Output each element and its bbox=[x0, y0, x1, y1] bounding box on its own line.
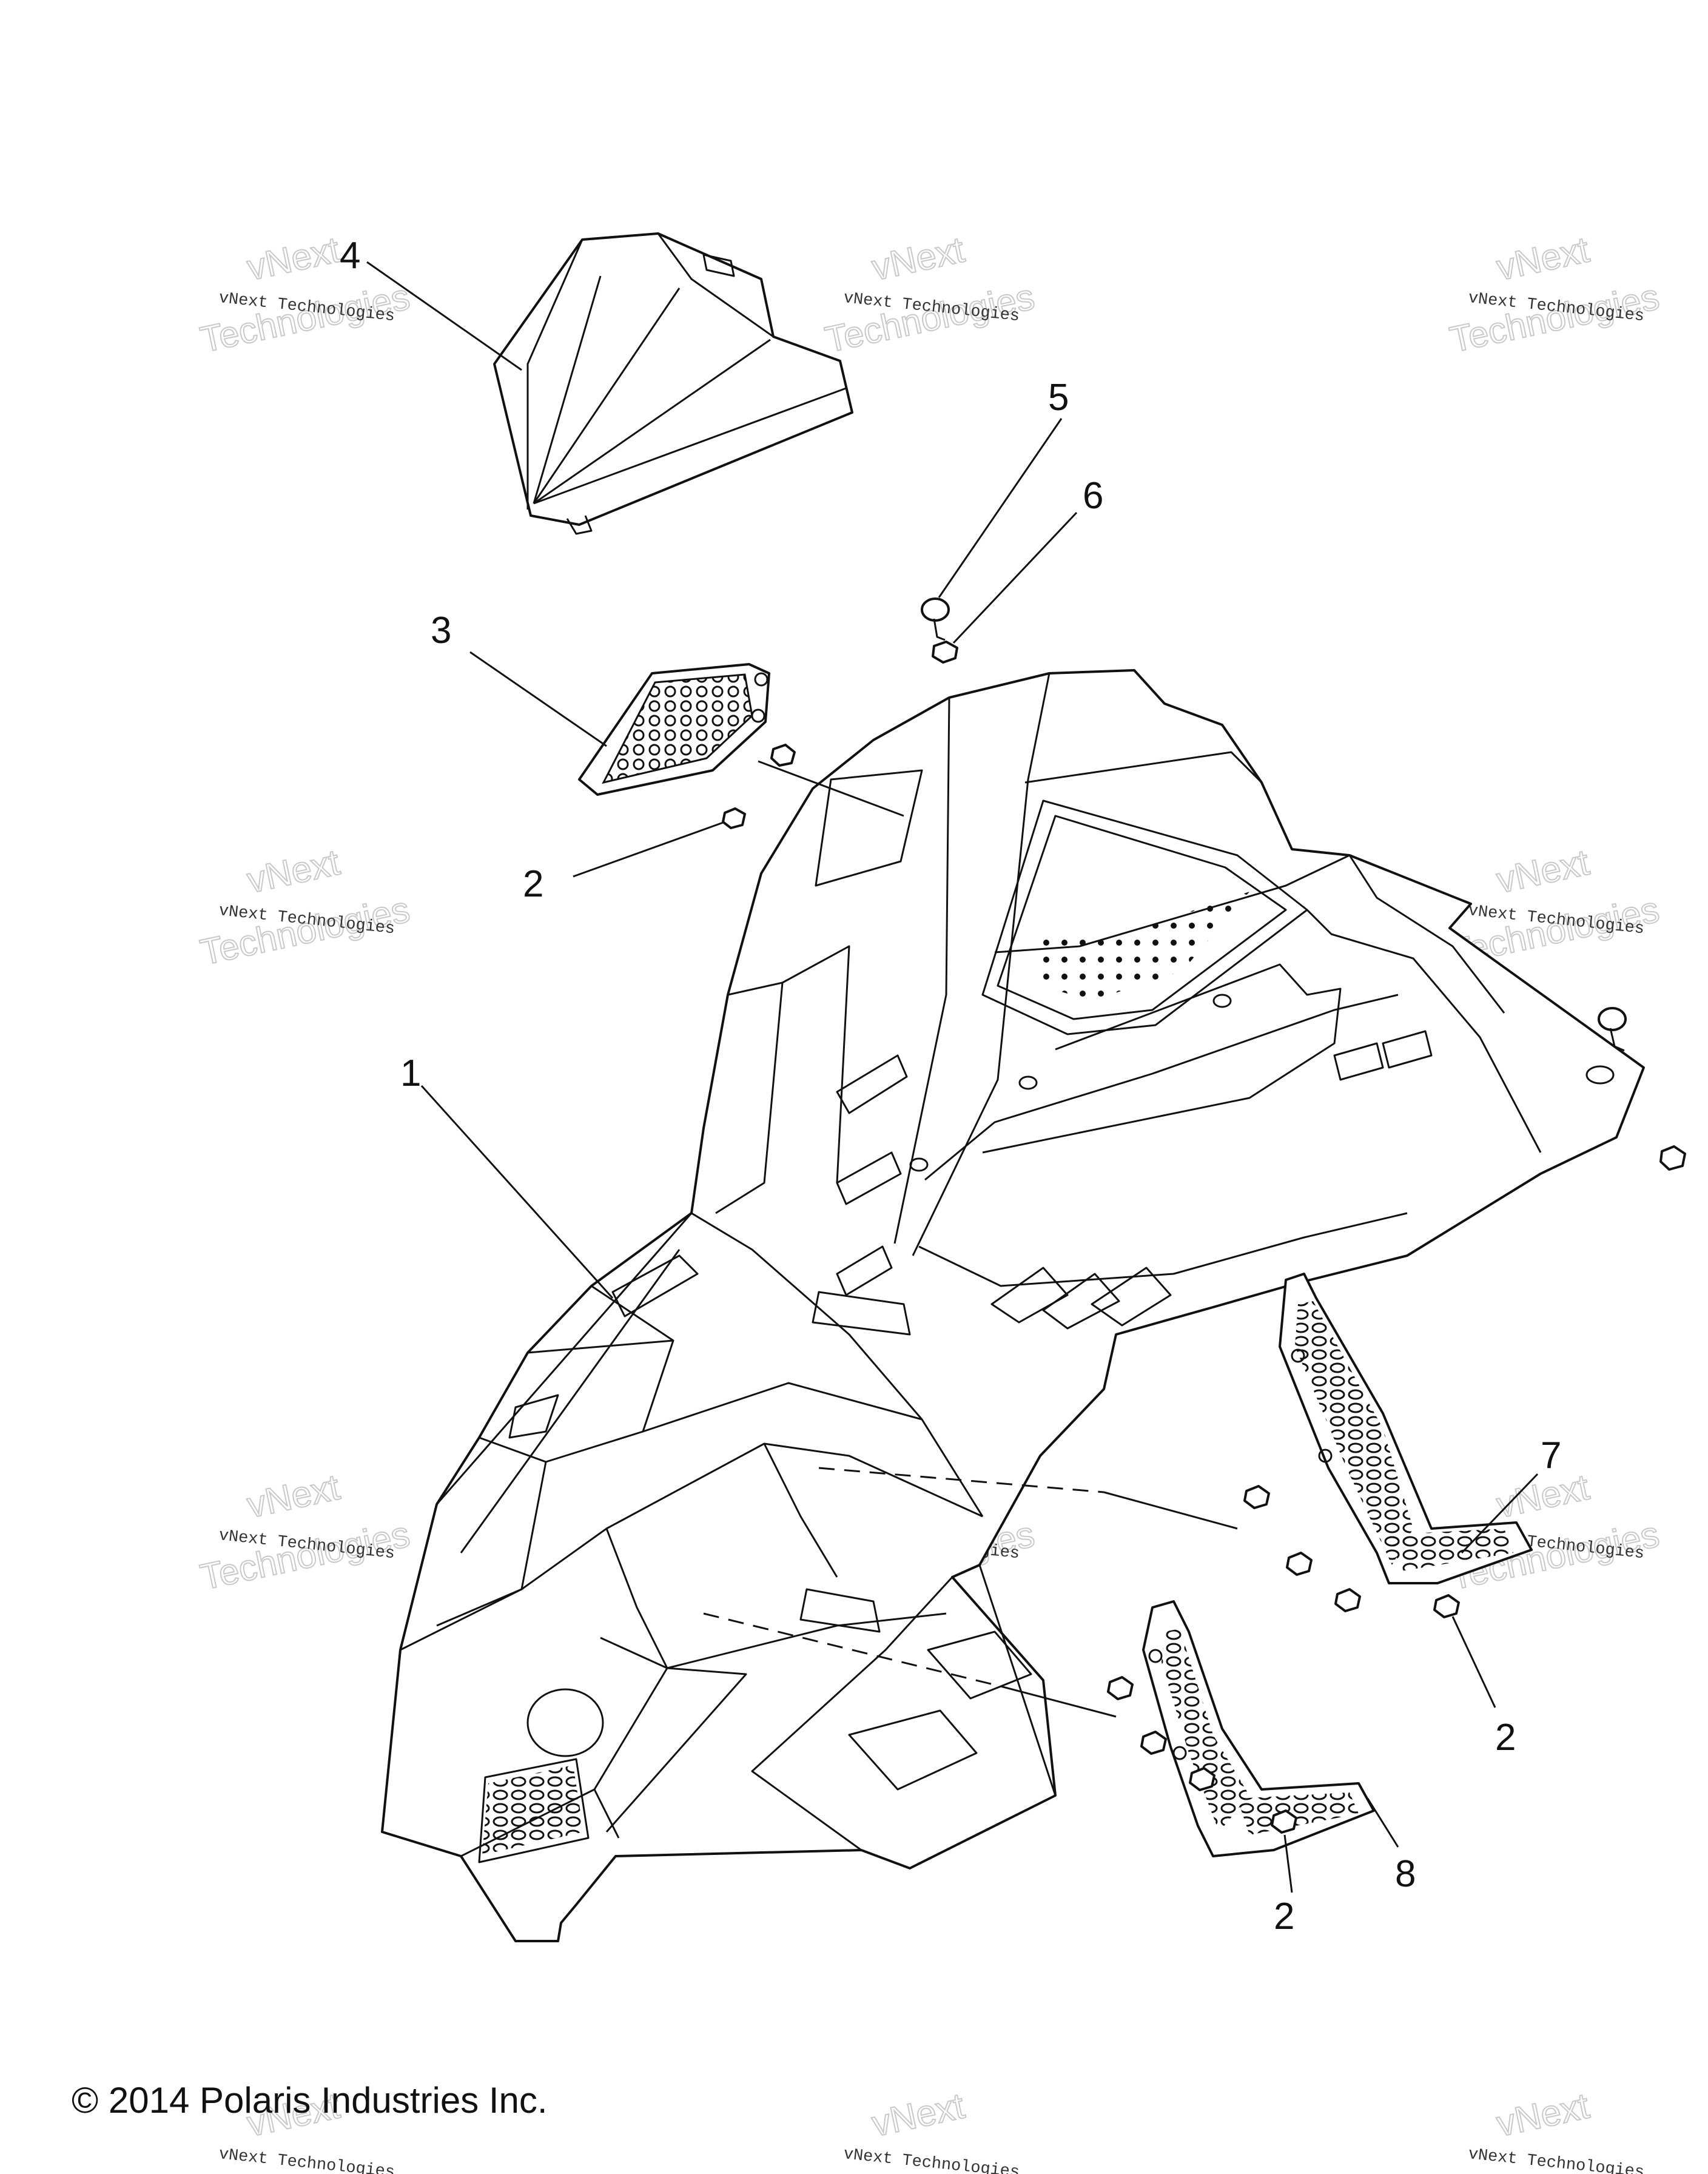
grille-part-7 bbox=[1279, 1273, 1533, 1584]
washer bbox=[1243, 1485, 1270, 1509]
watermark-tile: vNext Technologies vNext Technologies bbox=[197, 1466, 414, 1598]
leader-lines bbox=[366, 261, 1539, 1893]
washer bbox=[1189, 1767, 1215, 1791]
fastener-part-5 bbox=[921, 597, 950, 641]
svg-text:vNext Technologies: vNext Technologies bbox=[218, 2145, 395, 2174]
svg-text:vNext Technologies: vNext Technologies bbox=[1467, 2145, 1645, 2174]
washer bbox=[1140, 1731, 1167, 1755]
svg-text:vNext Technologies: vNext Technologies bbox=[842, 2145, 1020, 2174]
callout-5: 5 bbox=[1048, 377, 1069, 419]
vent-part-3 bbox=[578, 663, 770, 796]
washer bbox=[1271, 1809, 1297, 1834]
svg-text:vNext: vNext bbox=[1493, 842, 1593, 901]
watermark-tile: vNext Technologies vNext Technologies bbox=[1446, 229, 1664, 361]
callout-4: 4 bbox=[340, 235, 360, 277]
callout-8: 8 bbox=[1395, 1853, 1416, 1895]
callouts: 4 5 6 3 2 1 7 2 8 2 bbox=[340, 235, 1561, 1937]
nut-part-6 bbox=[932, 641, 958, 664]
copyright-text: © 2014 Polaris Industries Inc. bbox=[72, 2080, 548, 2121]
callout-7: 7 bbox=[1541, 1435, 1561, 1476]
svg-text:vNext: vNext bbox=[244, 1467, 343, 1526]
washer bbox=[1107, 1676, 1134, 1700]
watermark-tile: vNext vNext Technologies bbox=[842, 2085, 1020, 2174]
svg-text:vNext: vNext bbox=[1493, 2085, 1593, 2144]
fastener-right bbox=[1585, 1007, 1686, 1171]
watermark-tile: vNext Technologies vNext Technologies bbox=[821, 229, 1039, 361]
watermark-tile: vNext Technologies vNext Technologies bbox=[197, 229, 414, 361]
watermark-tile: vNext Technologies vNext Technologies bbox=[197, 841, 414, 974]
watermark-big-1: vNext bbox=[244, 229, 343, 288]
svg-text:vNext: vNext bbox=[869, 2085, 968, 2144]
hood-part bbox=[381, 669, 1645, 1942]
callout-1: 1 bbox=[400, 1052, 421, 1094]
washer bbox=[1286, 1552, 1313, 1576]
svg-text:vNext: vNext bbox=[244, 842, 343, 901]
washer bbox=[722, 807, 746, 829]
watermark-tile: vNext vNext Technologies bbox=[1467, 2085, 1645, 2174]
callout-2b: 2 bbox=[1495, 1717, 1516, 1758]
washer bbox=[770, 744, 796, 767]
svg-text:vNext: vNext bbox=[869, 229, 968, 288]
washer bbox=[1334, 1588, 1361, 1612]
callout-6: 6 bbox=[1083, 475, 1103, 517]
windshield-part bbox=[493, 232, 853, 535]
svg-text:vNext: vNext bbox=[1493, 229, 1593, 288]
grille-part-8 bbox=[1142, 1600, 1375, 1857]
washer bbox=[1433, 1594, 1460, 1618]
callout-3: 3 bbox=[431, 610, 451, 651]
callout-2c: 2 bbox=[1274, 1896, 1294, 1937]
callout-2a: 2 bbox=[523, 863, 543, 905]
